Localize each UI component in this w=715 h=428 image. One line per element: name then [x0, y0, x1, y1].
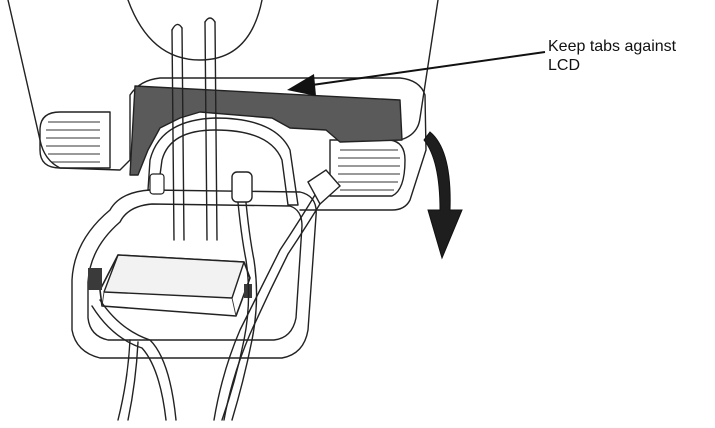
cables	[91, 169, 341, 421]
callout-text: Keep tabs against LCD	[548, 37, 713, 75]
cable-bracket	[129, 85, 403, 206]
left-vent	[39, 111, 111, 169]
callout-line-1: Keep tabs against	[548, 38, 677, 55]
rotate-down-arrow-icon	[423, 131, 463, 260]
right-vent	[329, 139, 406, 197]
lcd-housing	[7, 0, 439, 211]
leader-arrow-icon	[287, 51, 546, 96]
power-adapter	[88, 254, 252, 317]
callout-line-2: LCD	[548, 57, 581, 74]
